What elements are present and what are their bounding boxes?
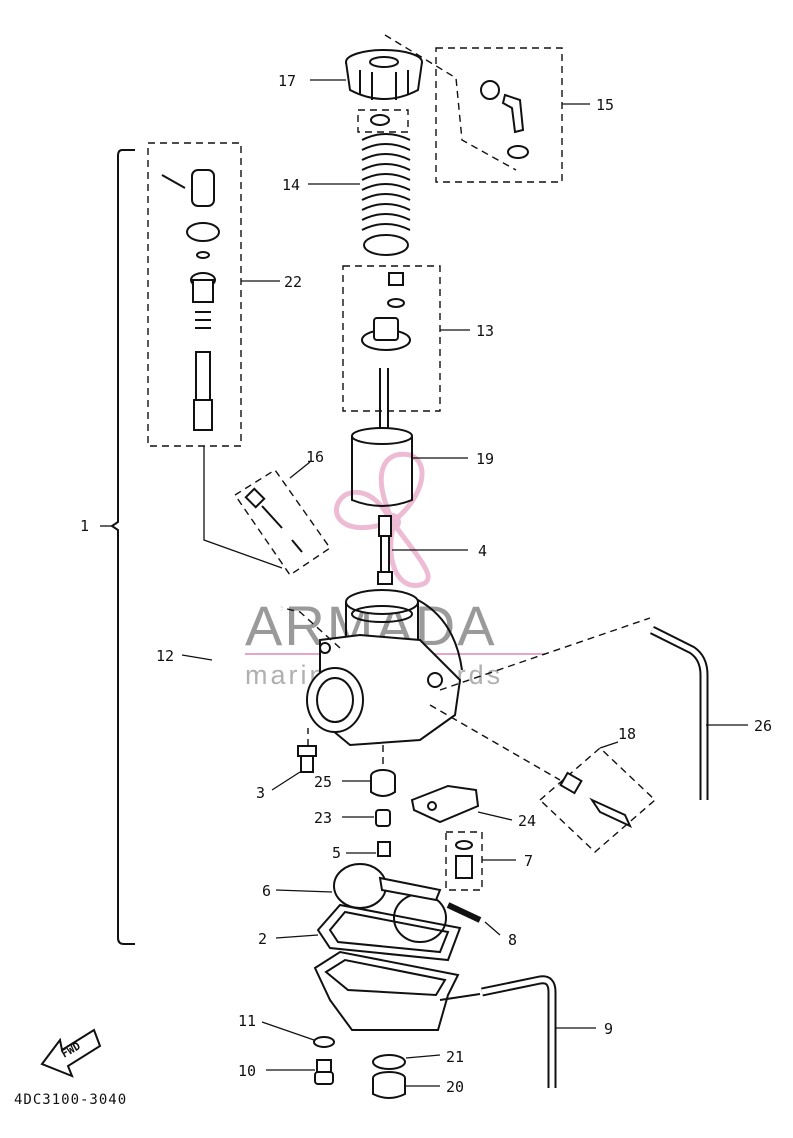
group-18-box — [538, 747, 657, 853]
callout-7: 7 — [524, 852, 533, 870]
part-13-holder — [361, 272, 411, 432]
callout-13: 13 — [476, 322, 494, 340]
part-9-hose — [481, 975, 557, 1088]
assembly-bracket — [110, 149, 135, 945]
callout-11: 11 — [238, 1012, 256, 1030]
part-15-fitting — [480, 80, 529, 159]
diagram-code: 4DC3100-3040 — [14, 1092, 127, 1108]
part-18-screw — [559, 771, 633, 829]
callout-8: 8 — [508, 931, 517, 949]
callout-23: 23 — [314, 809, 332, 827]
callout-25: 25 — [314, 773, 332, 791]
callout-3: 3 — [256, 784, 265, 802]
callout-1: 1 — [80, 517, 89, 535]
callout-4: 4 — [478, 542, 487, 560]
part-20-drain-plug — [372, 1071, 406, 1099]
part-23-bushing — [375, 809, 391, 827]
part-19-slide — [351, 427, 413, 507]
part-7-pilot-jet — [455, 840, 473, 879]
callout-2: 2 — [258, 930, 267, 948]
callout-12: 12 — [156, 647, 174, 665]
part-3-screw — [297, 745, 317, 773]
callout-16: 16 — [306, 448, 324, 466]
part-24-plate — [410, 784, 480, 824]
callout-21: 21 — [446, 1048, 464, 1066]
callout-22: 22 — [284, 273, 302, 291]
callout-20: 20 — [446, 1078, 464, 1096]
part-2-gasket — [316, 903, 462, 962]
group-17-box — [357, 109, 409, 133]
part-14-spring — [361, 133, 411, 256]
callout-5: 5 — [332, 844, 341, 862]
part-11-washer — [313, 1036, 335, 1048]
part-17-cap — [345, 49, 423, 100]
callout-26: 26 — [754, 717, 772, 735]
group-22-box — [147, 142, 242, 447]
part-21-o-ring — [372, 1054, 406, 1070]
callout-19: 19 — [476, 450, 494, 468]
callout-6: 6 — [262, 882, 271, 900]
part-22-needle — [161, 169, 220, 431]
group-7-box — [445, 831, 483, 891]
callout-14: 14 — [282, 176, 300, 194]
part-16-screw — [244, 487, 303, 553]
part-10-screw — [314, 1059, 334, 1085]
callout-17: 17 — [278, 72, 296, 90]
callout-10: 10 — [238, 1062, 256, 1080]
group-15-box — [435, 47, 563, 183]
part-6-float — [333, 863, 447, 943]
part-4-needle-jet — [377, 515, 393, 585]
group-16-box — [234, 469, 331, 576]
fwd-arrow-icon — [40, 1028, 102, 1078]
callout-9: 9 — [604, 1020, 613, 1038]
carburetor-body — [306, 589, 463, 747]
part-8-float-pin — [446, 902, 482, 923]
float-bowl — [313, 950, 481, 1031]
part-5-main-jet — [377, 841, 391, 857]
part-25-jet-holder — [370, 769, 396, 797]
callout-18: 18 — [618, 725, 636, 743]
callout-24: 24 — [518, 812, 536, 830]
callout-15: 15 — [596, 96, 614, 114]
group-13-box — [342, 265, 441, 412]
